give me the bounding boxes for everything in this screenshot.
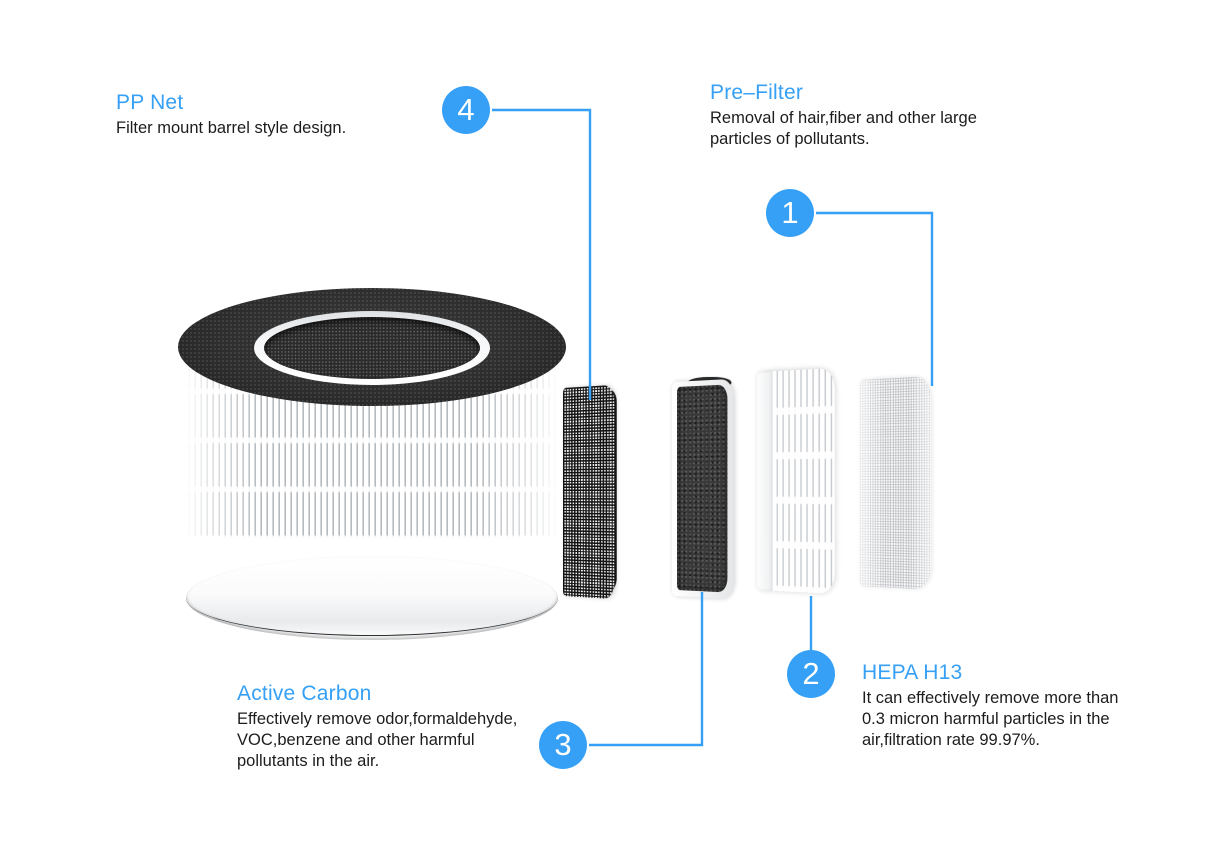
callout-description-line: Removal of hair,fiber and other large <box>710 109 977 127</box>
pre-filter-layer-shading <box>860 376 931 590</box>
callout-description-line: air,filtration rate 99.97%. <box>862 731 1040 749</box>
active-carbon-layer <box>672 376 734 600</box>
badge-number-3[interactable]: 3 <box>539 721 587 769</box>
callout-description-hepa-h13: It can effectively remove more than 0.3 … <box>862 688 1118 751</box>
callout-title-hepa-h13: HEPA H13 <box>862 661 963 684</box>
pp-net-mesh-layer <box>563 384 617 600</box>
hepa-layer-side-face <box>757 371 773 591</box>
callout-description-line: Effectively remove odor,formaldehyde, <box>237 710 518 728</box>
hepa-pleated-layer <box>757 364 835 594</box>
callout-description-pp-net: Filter mount barrel style design. <box>116 118 346 139</box>
pre-filter-mesh-layer <box>860 373 932 590</box>
callout-title-active-carbon: Active Carbon <box>237 682 372 705</box>
callout-title-pre-filter: Pre–Filter <box>710 81 804 104</box>
callout-hepa-h13: HEPA H13 It can effectively remove more … <box>862 660 1118 751</box>
badge-number-1[interactable]: 1 <box>766 189 814 237</box>
callout-description-pre-filter: Removal of hair,fiber and other large pa… <box>710 108 977 150</box>
callout-title-pp-net: PP Net <box>116 91 184 114</box>
callout-description-line: Filter mount barrel style design. <box>116 119 347 137</box>
connector-line-1 <box>816 211 934 386</box>
badge-number-4[interactable]: 4 <box>442 86 490 134</box>
callout-pre-filter: Pre–Filter Removal of hair,fiber and oth… <box>710 80 977 150</box>
callout-description-line: 0.3 micron harmful particles in the <box>862 710 1110 728</box>
cylinder-inner-mesh <box>264 317 480 379</box>
callout-active-carbon: Active Carbon Effectively remove odor,fo… <box>237 681 517 772</box>
active-carbon-layer-granules <box>677 384 728 593</box>
filter-cylinder-illustration <box>178 288 566 648</box>
callout-description-line: pollutants in the air. <box>237 752 380 770</box>
callout-description-line: VOC,benzene and other harmful <box>237 731 475 749</box>
callout-description-line: particles of pollutants. <box>710 130 870 148</box>
badge-number-2[interactable]: 2 <box>787 650 835 698</box>
cylinder-bottom-edge <box>186 560 558 636</box>
callout-pp-net: PP Net Filter mount barrel style design. <box>116 90 346 139</box>
callout-description-active-carbon: Effectively remove odor,formaldehyde, VO… <box>237 709 517 772</box>
connector-line-3 <box>589 592 704 747</box>
pp-net-layer-sheet <box>563 384 615 600</box>
callout-description-line: It can effectively remove more than <box>862 689 1119 707</box>
